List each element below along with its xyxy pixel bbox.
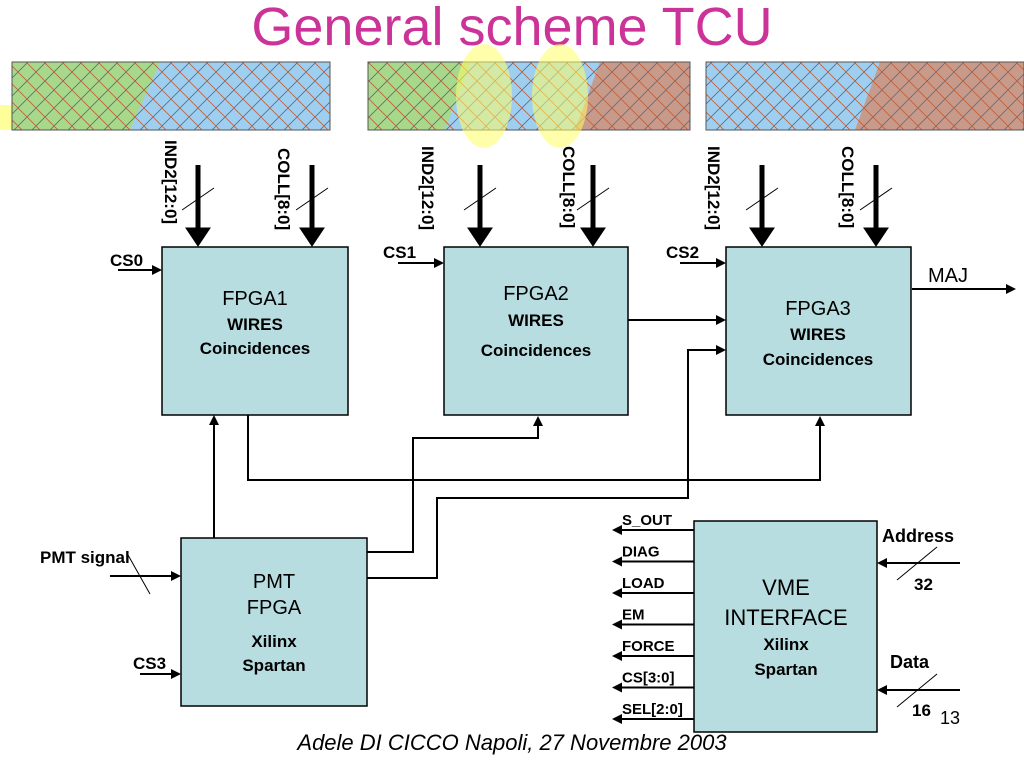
cs1-label: CS1 (383, 243, 416, 262)
fpga3-name: FPGA3 (785, 298, 851, 320)
address-width: 32 (914, 575, 933, 594)
vme-output-label: SEL[2:0] (622, 701, 683, 718)
vme-line4: Spartan (754, 660, 817, 679)
detector-strip-1 (0, 61, 331, 131)
cs2-label: CS2 (666, 243, 699, 262)
pmt-signal-slash (127, 554, 151, 595)
fpga3-box: FPGA3 WIRES Coincidences (725, 246, 912, 416)
address-slash (896, 546, 938, 581)
highlight-ellipse-right (532, 44, 588, 148)
vme-output-label: DIAG (622, 544, 660, 561)
vme-output-label: EM (622, 607, 645, 624)
cs3-label: CS3 (133, 654, 166, 673)
vme-interface-box: VME INTERFACE Xilinx Spartan (693, 520, 878, 733)
interconnect-lines (209, 315, 825, 579)
data-width: 16 (912, 701, 931, 720)
fpga2-name: FPGA2 (503, 283, 569, 305)
fpga1-ind-label: IND2[12:0] (161, 140, 180, 224)
pmt-signal-label: PMT signal (40, 548, 130, 567)
detector-strip-2 (367, 61, 691, 131)
fpga3-line2: WIRES (790, 325, 846, 344)
fpga3-coll-label: COLL[8:0] (838, 146, 857, 228)
fpga1-coll-label: COLL[8:0] (274, 148, 293, 230)
vme-output-label: FORCE (622, 638, 675, 655)
fpga3-ind-label: IND2[12:0] (704, 146, 723, 230)
fpga1-line3: Coincidences (200, 339, 311, 358)
pmt-line4: Spartan (242, 656, 305, 675)
address-label: Address (882, 526, 954, 546)
vme-output-label: CS[3:0] (622, 670, 675, 687)
slide-footer: Adele DI CICCO Napoli, 27 Novembre 2003 (297, 730, 727, 755)
data-slash (896, 673, 938, 708)
cs-inputs (118, 258, 726, 679)
data-label: Data (890, 652, 930, 672)
vme-output-label: LOAD (622, 575, 665, 592)
highlight-ellipse-left (456, 44, 512, 148)
fpga1-name: FPGA1 (222, 288, 288, 310)
pmt-line2: FPGA (247, 597, 302, 619)
bus-labels: IND2[12:0] COLL[8:0] IND2[12:0] COLL[8:0… (161, 140, 857, 230)
cs0-label: CS0 (110, 251, 143, 270)
vme-line3: Xilinx (763, 635, 809, 654)
vme-output-label: S_OUT (622, 512, 672, 529)
pmt-fpga-box: PMT FPGA Xilinx Spartan (180, 537, 368, 707)
detector-strip-3 (705, 61, 1024, 131)
pmt-line3: Xilinx (251, 632, 297, 651)
slide-title: General scheme TCU (251, 0, 773, 57)
pmt-line1: PMT (253, 571, 295, 593)
fpga2-box: FPGA2 WIRES Coincidences (443, 246, 629, 416)
vme-line2: INTERFACE (724, 605, 847, 630)
fpga2-line3: Coincidences (481, 341, 592, 360)
fpga3-line3: Coincidences (763, 350, 874, 369)
fpga1-line2: WIRES (227, 315, 283, 334)
fpga1-box: FPGA1 WIRES Coincidences (161, 246, 349, 416)
vme-line1: VME (762, 575, 810, 600)
fpga2-coll-label: COLL[8:0] (559, 146, 578, 228)
bus-arrows (181, 165, 893, 247)
vme-output-list: S_OUT DIAG LOAD EM FORCE CS[3:0] SEL[2:0] (612, 512, 694, 724)
maj-label: MAJ (928, 265, 968, 287)
fpga2-line2: WIRES (508, 311, 564, 330)
page-number: 13 (940, 708, 961, 728)
fpga2-ind-label: IND2[12:0] (418, 146, 437, 230)
